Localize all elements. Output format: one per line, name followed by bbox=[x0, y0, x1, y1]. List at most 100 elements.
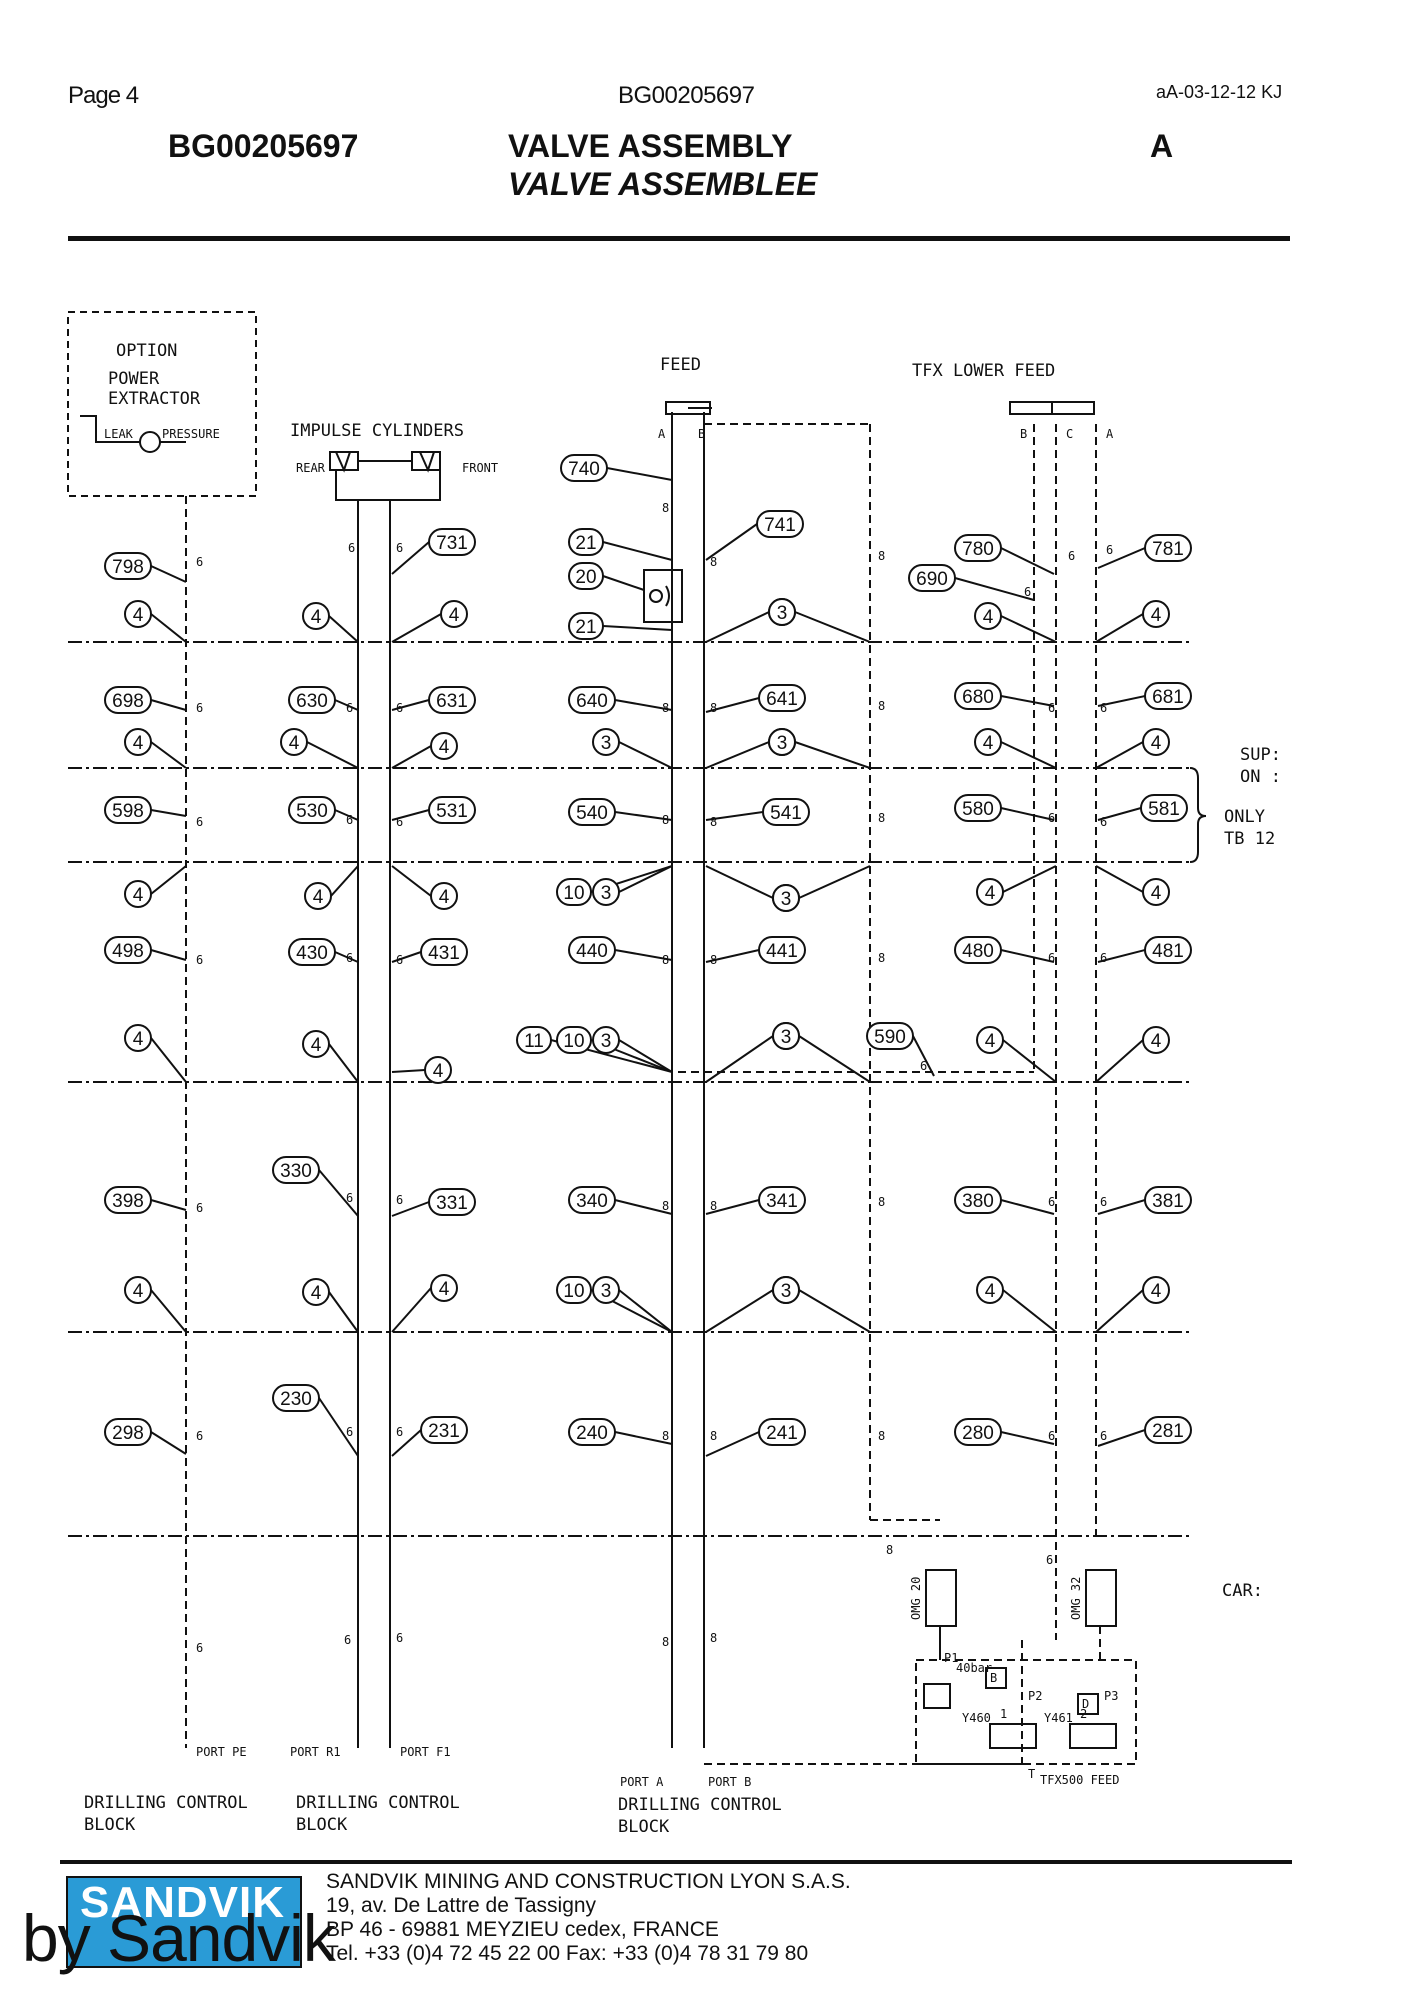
part-bubble-3: 3 bbox=[592, 728, 620, 756]
bubble-outline bbox=[1140, 794, 1188, 822]
front-label: FRONT bbox=[462, 461, 498, 475]
bubble-outline bbox=[1142, 1276, 1170, 1304]
wire-size-mark: 8 bbox=[662, 501, 669, 515]
cart-label: CAR: bbox=[1222, 1581, 1263, 1601]
leader-line bbox=[391, 745, 432, 769]
side-note-2: ON : bbox=[1240, 767, 1281, 787]
port-b: PORT B bbox=[708, 1775, 751, 1789]
bubble-outline bbox=[1142, 728, 1170, 756]
bubble-outline bbox=[516, 1026, 552, 1054]
bubble-outline bbox=[568, 562, 604, 590]
block-label-1a: DRILLING CONTROL bbox=[84, 1793, 248, 1813]
bubble-outline bbox=[568, 528, 604, 556]
bubble-outline bbox=[758, 1418, 806, 1446]
leader-line bbox=[1000, 1199, 1055, 1215]
bubble-number: 681 bbox=[1152, 687, 1184, 708]
part-bubble-698: 698 bbox=[104, 686, 152, 714]
bubble-outline bbox=[560, 454, 608, 482]
wire-size-mark: 6 bbox=[196, 1201, 203, 1215]
bubble-outline bbox=[302, 602, 330, 630]
leader-line bbox=[705, 1431, 760, 1457]
bubble-outline bbox=[1144, 936, 1192, 964]
leader-line bbox=[1097, 807, 1142, 821]
wire-size-mark: 6 bbox=[396, 701, 403, 715]
leader-line bbox=[614, 811, 673, 821]
part-bubble-4: 4 bbox=[124, 600, 152, 628]
leader-line bbox=[798, 1289, 871, 1333]
bubble-outline bbox=[556, 878, 592, 906]
bubble-outline bbox=[976, 1026, 1004, 1054]
wire-size-mark: 8 bbox=[710, 953, 717, 967]
bubble-number: 4 bbox=[311, 607, 322, 628]
bubble-outline bbox=[758, 1186, 806, 1214]
page-label: Page 4 bbox=[68, 82, 139, 109]
leader-line bbox=[150, 949, 187, 961]
leader-line bbox=[150, 699, 187, 711]
bubble-number: 10 bbox=[563, 1031, 584, 1052]
leader-line bbox=[705, 523, 758, 561]
bubble-number: 581 bbox=[1148, 799, 1180, 820]
leader-line bbox=[602, 575, 645, 591]
wire-size-mark: 6 bbox=[1068, 549, 1075, 563]
part-bubble-530: 530 bbox=[288, 796, 336, 824]
bubble-number: 4 bbox=[439, 737, 450, 758]
title-english: VALVE ASSEMBLY bbox=[508, 128, 793, 164]
wire-size-mark: 8 bbox=[662, 1635, 669, 1649]
bubble-number: 731 bbox=[436, 533, 468, 554]
bubble-number: 241 bbox=[766, 1423, 798, 1444]
bubble-outline bbox=[302, 1278, 330, 1306]
leader-line bbox=[1097, 949, 1146, 963]
side-note-4: TB 12 bbox=[1224, 829, 1275, 849]
bubble-number: 3 bbox=[781, 1281, 792, 1302]
leader-line bbox=[1095, 613, 1144, 643]
leader-line bbox=[150, 1037, 187, 1083]
bubble-number: 281 bbox=[1152, 1421, 1184, 1442]
wire-size-mark: 8 bbox=[710, 815, 717, 829]
wire-size-mark: 6 bbox=[196, 815, 203, 829]
bubble-outline bbox=[104, 1418, 152, 1446]
bubble-number: 3 bbox=[777, 603, 788, 624]
wire-size-mark: 6 bbox=[396, 1193, 403, 1207]
bubble-number: 4 bbox=[985, 883, 996, 904]
leader-line bbox=[954, 577, 1035, 601]
wire-size-mark: 6 bbox=[1100, 701, 1107, 715]
part-bubble-4: 4 bbox=[1142, 1276, 1170, 1304]
leader-line bbox=[1097, 695, 1146, 707]
bubble-outline bbox=[424, 1056, 452, 1084]
part-bubble-540: 540 bbox=[568, 798, 616, 826]
wire-size-mark: 6 bbox=[344, 1633, 351, 1647]
port-a: PORT A bbox=[620, 1775, 664, 1789]
leader-line bbox=[1000, 615, 1057, 643]
part-bubble-3: 3 bbox=[592, 1276, 620, 1304]
part-bubble-10: 10 bbox=[556, 1276, 592, 1304]
part-bubble-21: 21 bbox=[568, 612, 604, 640]
leader-line bbox=[614, 949, 673, 961]
wire-size-mark: 6 bbox=[1100, 815, 1107, 829]
leader-line bbox=[705, 1035, 774, 1083]
revision-note: aA-03-12-12 KJ bbox=[1156, 82, 1283, 102]
bubble-number: 21 bbox=[575, 533, 596, 554]
address-line-2: BP 46 - 69881 MEYZIEU cedex, FRANCE bbox=[326, 1918, 719, 1941]
bubble-outline bbox=[420, 938, 468, 966]
part-bubble-680: 680 bbox=[954, 682, 1002, 710]
title-french: VALVE ASSEMBLEE bbox=[508, 166, 818, 202]
wire-size-mark: 8 bbox=[710, 701, 717, 715]
bubble-number: 781 bbox=[1152, 539, 1184, 560]
leader-line bbox=[1000, 1431, 1055, 1445]
bubble-outline bbox=[104, 686, 152, 714]
part-bubble-498: 498 bbox=[104, 936, 152, 964]
leader-line bbox=[150, 1289, 187, 1333]
bubble-number: 4 bbox=[311, 1283, 322, 1304]
wire-size-mark: 8 bbox=[886, 1543, 893, 1557]
tfx-port-c: C bbox=[1066, 427, 1073, 441]
wire-size-mark: 8 bbox=[710, 1199, 717, 1213]
wire-size-mark: 8 bbox=[878, 1195, 885, 1209]
block-label-2b: BLOCK bbox=[296, 1815, 348, 1835]
bubble-outline bbox=[768, 598, 796, 626]
wire-size-mark: 6 bbox=[1100, 1195, 1107, 1209]
leader-line bbox=[1097, 547, 1146, 569]
address-line-1: 19, av. De Lattre de Tassigny bbox=[326, 1894, 597, 1917]
leader-line bbox=[798, 865, 871, 899]
part-bubble-4: 4 bbox=[430, 732, 458, 760]
bubble-number: 330 bbox=[280, 1161, 312, 1182]
